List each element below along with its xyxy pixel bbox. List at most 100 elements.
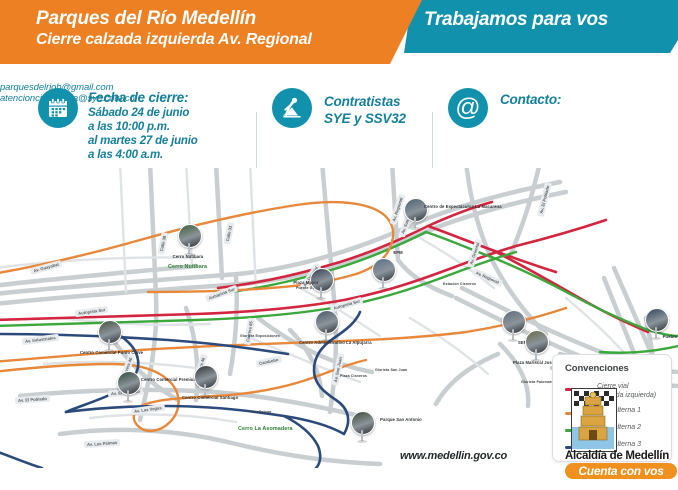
hill-label: Cerro Nutibara: [168, 264, 208, 270]
route-alterna-3: [0, 332, 290, 356]
poi-pin-stem: [535, 349, 537, 360]
map-poi-pin[interactable]: [194, 365, 218, 397]
legend-label-cierre-vial: Cierre vial(calzada izquierda): [597, 383, 657, 399]
legend-label-ruta-1: Ruta alterna 1: [597, 407, 641, 414]
poi-pin-shadow: [321, 338, 331, 342]
map-poi-pin[interactable]: [315, 310, 339, 342]
poi-pin-shadow: [316, 296, 326, 300]
poi-pin-stem: [382, 277, 384, 288]
map-place-label: Glorieta Palomares: [521, 380, 556, 384]
poi-pin-shadow: [508, 338, 518, 342]
poi-thumbnail: [372, 258, 396, 282]
poi-label: Centro Administrativo La Alpujarra: [299, 340, 372, 345]
at-sign-icon: @: [448, 88, 488, 128]
poi-label: Cerro Nutibara: [172, 254, 204, 259]
coat-of-arms-icon: [571, 388, 617, 452]
divider-1: [256, 112, 257, 170]
poi-label: Centro de Espectáculos La Macarena: [424, 204, 502, 209]
map-poi-pin[interactable]: [178, 224, 202, 256]
route-cierre-vial: [0, 218, 608, 322]
legend-title: Convenciones: [565, 363, 629, 374]
map-poi-pin[interactable]: [117, 371, 141, 403]
poi-pin-stem: [188, 243, 190, 254]
poi-pin-stem: [108, 339, 110, 350]
map-place-label: Plaza Cisneros: [340, 374, 367, 378]
poi-thumbnail: [98, 320, 122, 344]
svg-text:@: @: [455, 94, 480, 122]
poi-label: Centro Comercial Santiago: [182, 395, 239, 400]
logo-tagline: Cuenta con vos: [565, 463, 677, 479]
closure-date-line-4: a las 4:00 a.m.: [88, 149, 163, 161]
poi-pin-stem: [655, 327, 657, 338]
poi-label: Centro Comercial Punto Clave: [80, 350, 144, 355]
map-poi-pin[interactable]: [351, 411, 375, 443]
poi-pin-stem: [320, 287, 322, 298]
roadwork-icon: [272, 88, 312, 128]
poi-thumbnail: [194, 365, 218, 389]
page-title: Parques del Río Medellín: [36, 8, 257, 29]
poi-pin-shadow: [200, 393, 210, 397]
poi-pin-shadow: [357, 439, 367, 443]
map-poi-pin[interactable]: [645, 308, 669, 340]
poi-thumbnail: [525, 330, 549, 354]
poi-pin-shadow: [184, 252, 194, 256]
website-url[interactable]: www.medellin.gov.co: [400, 450, 508, 462]
poi-thumbnail: [351, 411, 375, 435]
poi-pin-shadow: [104, 348, 114, 352]
poi-thumbnail: [502, 310, 526, 334]
poi-thumbnail: [310, 268, 334, 292]
poi-thumbnail: [404, 198, 428, 222]
poi-label: Parque San Antonio: [380, 417, 422, 422]
map-poi-pin[interactable]: [98, 320, 122, 352]
map-place-label: Estación Cisneros: [443, 282, 477, 286]
poi-pin-shadow: [531, 358, 541, 362]
map-poi-pin[interactable]: [404, 198, 428, 230]
legend-label-ruta-3: Ruta alterna 3: [597, 441, 641, 448]
poi-pin-stem: [361, 430, 363, 441]
poi-label: EPM: [393, 250, 403, 255]
poi-label: Plaza Mariscal José María Mills: [513, 360, 579, 365]
contact-heading: Contacto:: [500, 92, 562, 107]
closure-date-line-1: Sábado 24 de junio: [88, 107, 190, 119]
info-strip: Fecha de cierre: Sábado 24 de junio a la…: [0, 82, 678, 170]
map-poi-pin[interactable]: [502, 310, 526, 342]
closure-date-line-3: al martes 27 de junio: [88, 135, 198, 147]
header-banner-text: Trabajamos para vos: [424, 9, 609, 30]
poi-thumbnail: [117, 371, 141, 395]
route-alterna-1: [0, 200, 395, 294]
poi-pin-shadow: [410, 226, 420, 230]
calendar-icon: [38, 88, 78, 128]
closure-date-heading: Fecha de cierre:: [88, 90, 189, 105]
poi-pin-stem: [204, 384, 206, 395]
hill-label: Cerro La Asomadera: [238, 426, 293, 432]
contractors-names: SYE y SSV32: [324, 111, 406, 126]
poi-thumbnail: [315, 310, 339, 334]
poi-label: Centro Comercial Premium Plaza: [141, 377, 210, 382]
header-orange-panel: [0, 0, 422, 64]
legend-label-ruta-2: Ruta alterna 2: [597, 424, 641, 431]
poi-pin-shadow: [378, 286, 388, 290]
poi-label: SENA: [517, 340, 531, 345]
map-place-label: Puente Guayaquil: [296, 286, 328, 290]
poi-label: Plaza Mayor: [293, 280, 319, 285]
poi-thumbnail: [645, 308, 669, 332]
map-roads: [0, 168, 678, 468]
alcaldia-logo: Alcaldía de Medellín Cuenta con vos: [565, 388, 677, 484]
poi-pin-shadow: [651, 336, 661, 340]
map-place-label: Glorieta Exposiciones: [240, 334, 280, 338]
poi-pin-stem: [512, 329, 514, 340]
map-poi-pin[interactable]: [310, 268, 334, 300]
contact-email-1[interactable]: parquesdelriob@gmail.com: [0, 82, 678, 93]
map-poi-pin[interactable]: [525, 330, 549, 362]
closure-date-line-2: a las 10:00 p.m.: [88, 121, 170, 133]
header-teal-banner: [404, 0, 678, 53]
map-place-label: Glorieta San Juan: [375, 368, 408, 372]
poi-pin-shadow: [123, 399, 133, 403]
poi-pin-stem: [414, 217, 416, 228]
page-subtitle: Cierre calzada izquierda Av. Regional: [36, 31, 312, 48]
contractors-heading: Contratistas: [324, 94, 401, 109]
header: Trabajamos para vos Parques del Río Mede…: [0, 0, 678, 66]
map-poi-pin[interactable]: [372, 258, 396, 290]
